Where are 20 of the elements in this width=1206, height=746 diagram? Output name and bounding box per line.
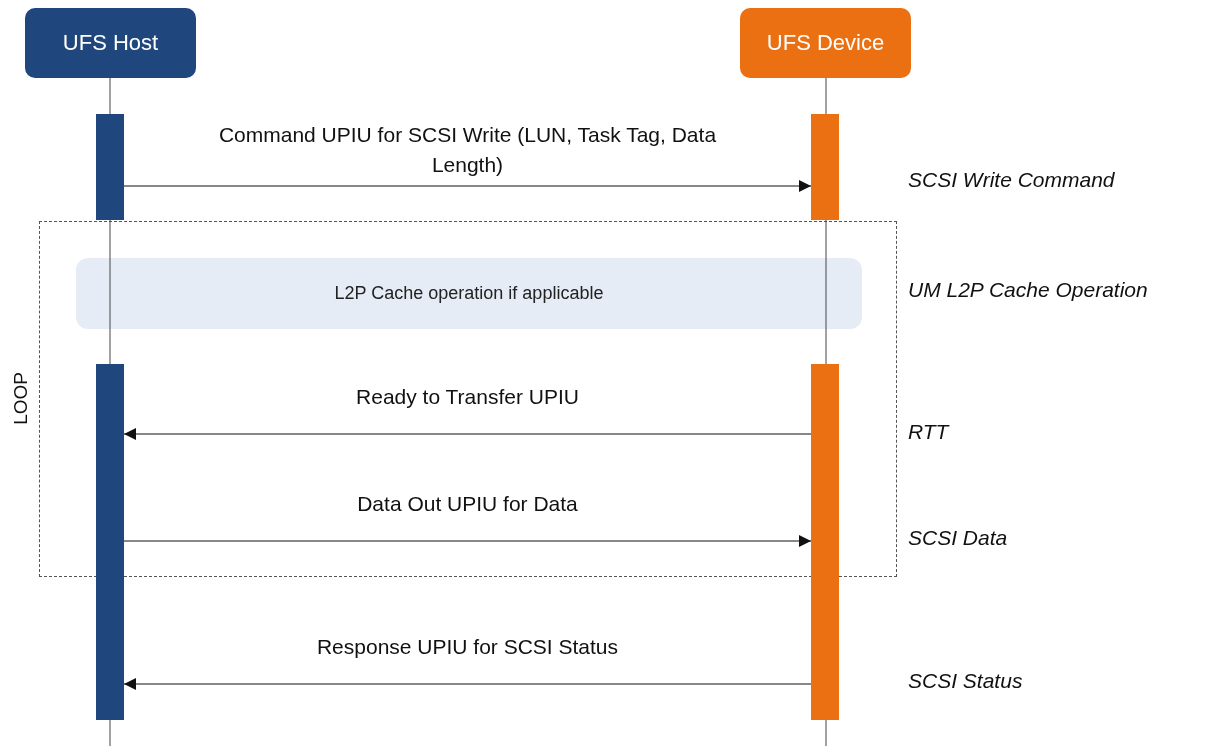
participant-box [740, 8, 911, 78]
activation-bar [811, 364, 839, 720]
step-note: UM L2P Cache Operation [908, 278, 1148, 302]
activation-bar [96, 364, 124, 720]
participant-box [25, 8, 196, 78]
operation-label: L2P Cache operation if applicable [334, 283, 604, 304]
operation-band [76, 258, 862, 329]
step-note: RTT [908, 420, 949, 444]
loop-label: LOOP [10, 372, 32, 425]
participant-label: UFS Host [62, 30, 159, 56]
activation-bar [96, 114, 124, 220]
message-arrow [123, 535, 812, 547]
step-note: SCSI Data [908, 526, 1008, 550]
activation-bar [811, 114, 839, 220]
message-arrow [123, 428, 812, 440]
step-note: SCSI Status [908, 669, 1023, 693]
message-arrow [123, 678, 812, 690]
step-note: SCSI Write Command [908, 168, 1115, 192]
message-arrow [123, 180, 812, 192]
participant-label: UFS Device [766, 30, 885, 56]
